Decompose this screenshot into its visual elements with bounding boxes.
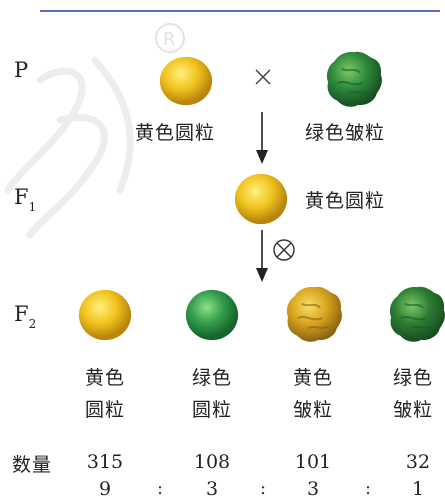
- svg-text:R: R: [163, 29, 176, 50]
- wrinkled-green-pea-icon: [326, 51, 382, 107]
- ratio-value: 9: [98, 478, 112, 500]
- f2-phenotype-label: 绿色皱粒: [392, 367, 433, 421]
- generation-f1: F1: [14, 185, 37, 215]
- parent-right-label: 绿色皱粒: [305, 122, 386, 144]
- selfing-icon: [273, 239, 295, 261]
- f1-label: 黄色圆粒: [305, 190, 386, 212]
- arrow-down-icon: [256, 230, 268, 282]
- count-value: 315: [86, 451, 124, 473]
- ratio-value: 3: [306, 478, 320, 500]
- arrow-down-icon: [256, 112, 268, 164]
- generation-p: P: [14, 58, 29, 82]
- round-green-pea-icon: [185, 289, 239, 341]
- top-rule: [40, 10, 440, 12]
- f2-phenotype-label: 黄色皱粒: [292, 367, 333, 421]
- round-yellow-pea-icon: [159, 56, 213, 106]
- f2-phenotype-label: 绿色圆粒: [191, 367, 232, 421]
- ratio-value: 3: [205, 478, 219, 500]
- f2-phenotype-label: 黄色圆粒: [84, 367, 125, 421]
- count-label: 数量: [12, 454, 53, 476]
- wrinkled-yellow-pea-icon: [286, 286, 342, 342]
- parent-left-label: 黄色圆粒: [135, 122, 216, 144]
- count-value: 108: [193, 451, 231, 473]
- ratio-separator: :: [365, 478, 372, 499]
- ratio-separator: :: [157, 478, 164, 499]
- wrinkled-green-pea-icon: [389, 286, 445, 342]
- generation-f2: F2: [14, 302, 37, 332]
- count-value: 101: [294, 451, 332, 473]
- ratio-value: 1: [411, 478, 425, 500]
- count-value: 32: [405, 451, 431, 473]
- round-yellow-pea-icon: [78, 289, 132, 341]
- cross-icon: [255, 69, 271, 85]
- ratio-separator: :: [260, 478, 267, 499]
- round-yellow-pea-icon: [234, 173, 288, 225]
